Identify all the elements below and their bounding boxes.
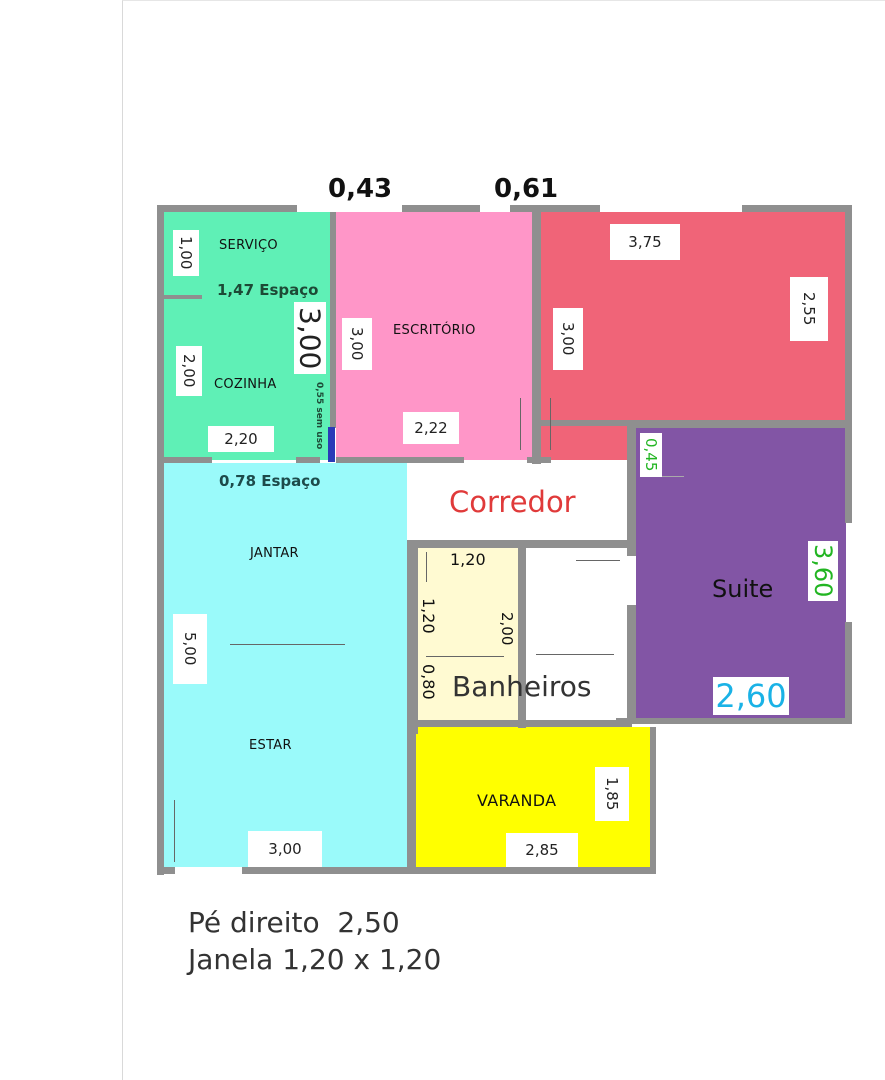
- wall-suite-left-b: [627, 605, 636, 724]
- wall-top-left: [157, 205, 297, 212]
- wall-suite-top: [627, 420, 852, 428]
- sheet-border: [122, 0, 885, 1080]
- wall-suite-bottom: [616, 718, 852, 724]
- dim-quarto-width: 3,75: [610, 224, 680, 260]
- wall-varanda-right: [650, 727, 656, 874]
- dim-escritorio-height: 3,00: [342, 318, 372, 370]
- line-suite: [640, 476, 684, 477]
- dim-quarto-side: 2,55: [790, 277, 828, 341]
- wall-cozinha-bottom: [164, 457, 212, 463]
- dim-banheiro-c: 2,00: [498, 612, 516, 646]
- line-banheiro-a: [426, 656, 504, 657]
- wall-quarto-bottom-b: [541, 420, 629, 426]
- wall-top-right: [510, 205, 600, 212]
- wall-right-top: [845, 205, 852, 523]
- wall-servico-divider: [164, 295, 202, 299]
- wall-quarto-bottom: [527, 457, 551, 463]
- label-cozinha: COZINHA: [214, 377, 277, 392]
- dim-servico-height: 1,00: [173, 230, 199, 276]
- door-mark-quarto: [550, 398, 551, 450]
- divider-jantar-estar: [230, 644, 345, 645]
- line-banheiro-c: [576, 560, 620, 561]
- wall-banheiro-top: [407, 540, 632, 548]
- door-mark-sala: [174, 800, 175, 862]
- label-escritorio: ESCRITÓRIO: [393, 323, 476, 338]
- dim-suite-small: 0,45: [640, 433, 662, 477]
- door-mark-escritorio: [520, 398, 521, 450]
- annotation-espaco-1: 1,47 Espaço: [217, 281, 319, 299]
- label-estar: ESTAR: [249, 738, 292, 753]
- wall-escritorio-quarto: [532, 212, 541, 464]
- dim-sala-height: 5,00: [173, 614, 207, 684]
- note-janela: Janela 1,20 x 1,20: [188, 943, 442, 976]
- line-banheiro-b: [536, 654, 614, 655]
- wall-right-bottom: [845, 622, 852, 724]
- dim-quarto-height: 3,00: [553, 308, 583, 370]
- wall-bottom-left: [157, 867, 175, 874]
- label-banheiros: Banheiros: [452, 670, 592, 703]
- wall-cozinha-bottom-b: [296, 457, 320, 463]
- dim-cozinha-height: 2,00: [176, 346, 202, 396]
- dim-cozinha-width: 2,20: [208, 426, 274, 452]
- dim-suite-width: 2,60: [713, 677, 789, 715]
- top-dim-left: 0,43: [328, 174, 393, 204]
- wall-left: [157, 205, 164, 875]
- label-servico: SERVIÇO: [219, 238, 278, 253]
- dim-cozinha-total: 3,00: [294, 302, 327, 374]
- wall-suite-left: [627, 420, 636, 556]
- label-jantar: JANTAR: [250, 546, 299, 561]
- room-banheiro: [418, 548, 518, 720]
- wall-bottom: [242, 867, 656, 874]
- annotation-espaco-2: 0,78 Espaço: [219, 472, 321, 490]
- label-varanda: VARANDA: [477, 791, 557, 810]
- dim-escritorio-width: 2,22: [403, 412, 459, 444]
- wall-banheiro-bottom: [407, 720, 632, 727]
- wall-banheiro-divider: [518, 548, 526, 728]
- dim-sala-width: 3,00: [248, 831, 322, 867]
- label-suite: Suite: [712, 575, 774, 603]
- door-mark-banheiro: [426, 552, 427, 582]
- dim-varanda-height: 1,85: [595, 767, 629, 821]
- wall-sala-right: [407, 540, 418, 734]
- sem-uso-mark: [328, 427, 335, 462]
- dim-suite-height: 3,60: [808, 541, 838, 601]
- dim-banheiro-a: 1,20: [450, 550, 486, 569]
- top-dim-right: 0,61: [494, 174, 559, 204]
- dim-varanda-width: 2,85: [506, 833, 578, 867]
- annotation-sem-uso: 0,55 sem uso: [314, 382, 324, 450]
- wall-escritorio-bottom: [336, 457, 464, 463]
- wall-cozinha-escritorio: [330, 212, 336, 428]
- dim-banheiro-b: 1,20: [419, 598, 438, 634]
- note-pe-direito: Pé direito 2,50: [188, 906, 400, 939]
- dim-banheiro-d: 0,80: [419, 664, 438, 700]
- wall-top-mid: [402, 205, 480, 212]
- wall-sala-right-b: [407, 734, 416, 867]
- wall-top-far-right: [742, 205, 850, 212]
- label-corredor: Corredor: [449, 485, 576, 519]
